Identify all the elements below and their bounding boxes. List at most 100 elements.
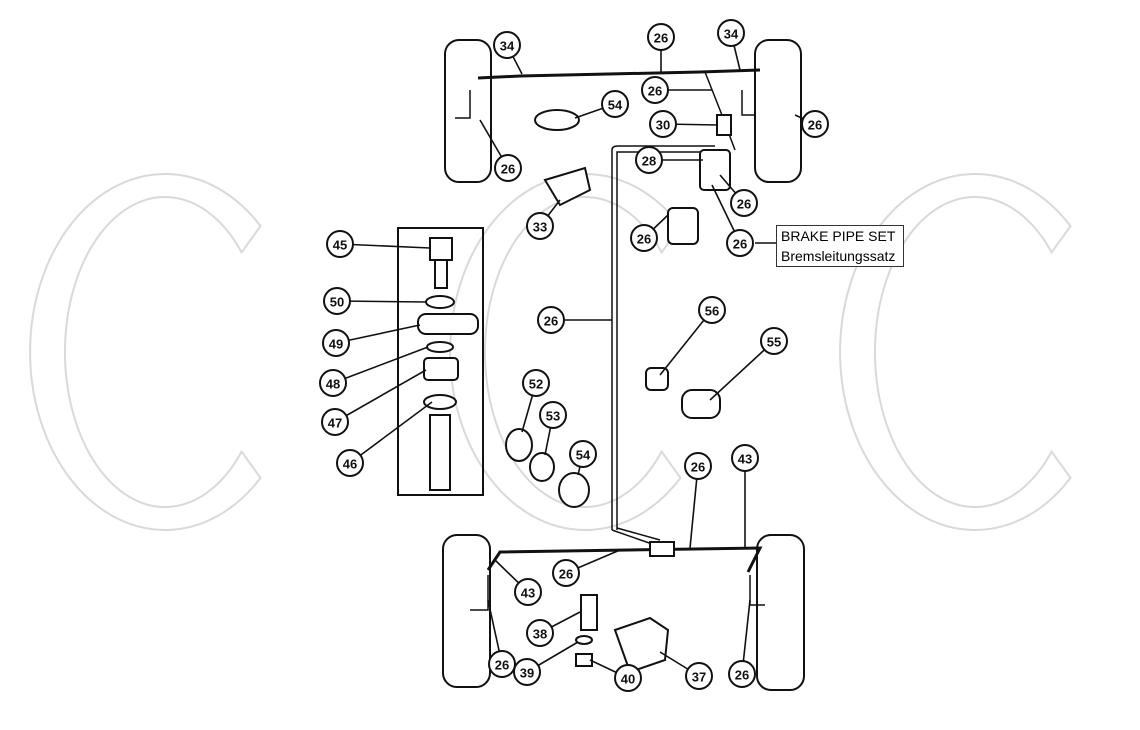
- clip-33: [543, 166, 592, 207]
- callout-circle: [731, 444, 759, 472]
- callout: 26: [684, 452, 712, 480]
- callout-circle: [726, 229, 754, 257]
- callout: 49: [322, 329, 350, 357]
- callout-circle: [513, 658, 541, 686]
- callout: 53: [539, 401, 567, 429]
- grommet-53: [529, 452, 555, 482]
- callout-number: 30: [656, 118, 670, 133]
- callout-number: 47: [328, 416, 342, 431]
- callout-circle: [323, 287, 351, 315]
- callout-circle: [760, 327, 788, 355]
- bolt-45-head: [429, 237, 453, 261]
- callout: 54: [601, 90, 629, 118]
- callout-number: 39: [520, 666, 534, 681]
- callout-circle: [614, 664, 642, 692]
- callout-number: 37: [692, 670, 706, 685]
- callout-number: 34: [500, 39, 515, 54]
- union-56: [645, 367, 669, 391]
- callout-circle: [526, 619, 554, 647]
- callout-circle: [635, 146, 663, 174]
- callout-circle: [539, 401, 567, 429]
- callout-number: 48: [326, 377, 340, 392]
- leader-line: [335, 324, 421, 344]
- callout: 26: [537, 306, 565, 334]
- nut-47: [423, 357, 459, 381]
- washer-48: [426, 341, 454, 353]
- callout: 43: [731, 444, 759, 472]
- callout: 45: [326, 230, 354, 258]
- rear-right-wheel: [756, 534, 805, 691]
- callout: 40: [614, 664, 642, 692]
- callout: 52: [522, 369, 550, 397]
- callout-circle: [322, 329, 350, 357]
- callout-number: 49: [329, 337, 343, 352]
- callout: 54: [569, 440, 597, 468]
- callout-circle: [336, 449, 364, 477]
- callout-circle: [522, 369, 550, 397]
- callout: 37: [685, 662, 713, 690]
- callout: 43: [514, 578, 542, 606]
- callout-circle: [601, 90, 629, 118]
- callout: 34: [493, 31, 521, 59]
- callout-circle: [488, 650, 516, 678]
- washer-39: [575, 635, 593, 645]
- leader-line: [336, 300, 427, 303]
- callout-circle: [319, 369, 347, 397]
- callout-number: 34: [724, 27, 739, 42]
- callout-circle: [685, 662, 713, 690]
- grommet-54: [558, 472, 590, 508]
- callout-number: 54: [576, 448, 591, 463]
- leader-lines: [332, 32, 816, 679]
- callout-circle: [514, 578, 542, 606]
- bolt-45-shank: [434, 259, 448, 289]
- callout-number: 26: [544, 314, 558, 329]
- callout-circle: [630, 224, 658, 252]
- callout-circle: [493, 31, 521, 59]
- callout: 26: [494, 154, 522, 182]
- callout-circle: [649, 110, 677, 138]
- bolt-38: [580, 594, 598, 631]
- callout: 50: [323, 287, 351, 315]
- t-piece: [649, 541, 675, 557]
- callout: 26: [488, 650, 516, 678]
- master-cylinder: [667, 207, 699, 245]
- washer-50: [425, 295, 455, 309]
- callout-number: 54: [608, 98, 623, 113]
- callout-circle: [537, 306, 565, 334]
- callout-circle: [717, 19, 745, 47]
- lock-washer-46: [423, 394, 457, 410]
- callout: 33: [526, 212, 554, 240]
- callout-number: 46: [343, 457, 357, 472]
- callout-number: 26: [733, 237, 747, 252]
- callout-circle: [569, 440, 597, 468]
- callout: 26: [647, 23, 675, 51]
- union-55: [681, 389, 721, 419]
- callout-circle: [730, 189, 758, 217]
- callout-number: 26: [737, 197, 751, 212]
- callout-circle: [801, 110, 829, 138]
- callout: 55: [760, 327, 788, 355]
- front-pipe: [477, 68, 761, 80]
- grommet-54: [534, 109, 580, 131]
- callout: 47: [321, 408, 349, 436]
- main-pipe-bend: [611, 527, 661, 546]
- callout-number: 26: [637, 232, 651, 247]
- callout-circle: [552, 559, 580, 587]
- callout: 26: [641, 76, 669, 104]
- callout: 26: [630, 224, 658, 252]
- callout-number: 55: [767, 335, 781, 350]
- callout: 28: [635, 146, 663, 174]
- watermark-letter-c: [839, 173, 1072, 531]
- callout-circle: [728, 660, 756, 688]
- callout-number: 26: [495, 658, 509, 673]
- rear-wheels: [442, 534, 805, 691]
- callout: 26: [552, 559, 580, 587]
- hose-brackets: [455, 90, 765, 611]
- callout-number: 43: [521, 586, 535, 601]
- callout: 46: [336, 449, 364, 477]
- callout: 30: [649, 110, 677, 138]
- callout-circle: [684, 452, 712, 480]
- brake-pipes: [455, 68, 765, 611]
- banjo-49: [417, 313, 479, 335]
